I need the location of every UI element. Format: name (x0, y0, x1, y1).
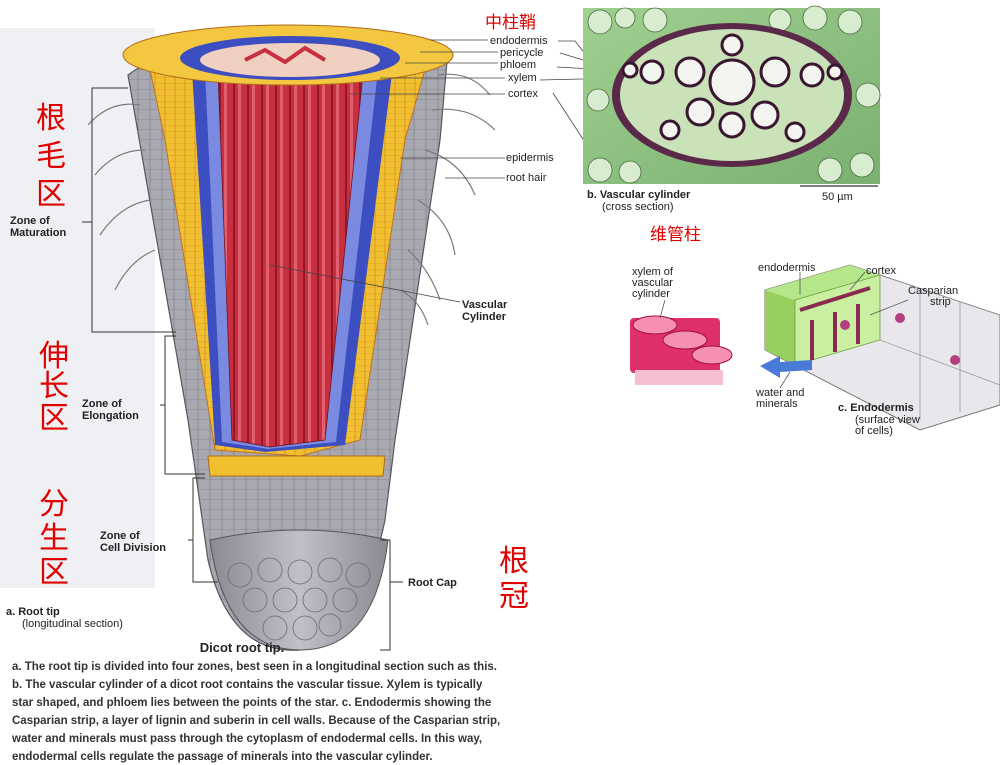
micro-xylem-vessels (621, 33, 844, 143)
cn-vascular-cylinder: 维管柱 (650, 225, 701, 245)
label-vascular-cylinder-1: Vascular (462, 299, 508, 311)
water-arrow (760, 356, 812, 378)
cn-division-zone-3: 区 (39, 555, 69, 590)
cn-elongation-zone-3: 区 (39, 401, 69, 436)
label-epidermis: epidermis (506, 152, 554, 164)
ledge (207, 455, 386, 477)
top-face-xylem-star (244, 45, 327, 65)
label-c-sub-2: of cells) (855, 425, 893, 437)
label-casparian-1: Casparian (908, 285, 959, 297)
label-zone-maturation-1: Zone of (10, 215, 50, 227)
casparian-strip (799, 286, 871, 360)
label-cortex: cortex (508, 88, 538, 100)
cn-root-hair-zone-2: 毛 (36, 139, 66, 174)
label-c-cortex: cortex (866, 265, 896, 277)
label-panel-a-sub: (longitudinal section) (22, 618, 123, 630)
caption-title: Dicot root tip. (199, 640, 285, 655)
vascular-cross-section (583, 5, 881, 187)
cn-division-zone-2: 生 (39, 521, 69, 556)
left-bg-panel (0, 28, 155, 588)
label-c-title: c. Endodermis (838, 402, 914, 414)
label-zone-elongation-1: Zone of (82, 398, 122, 410)
micro-outer-cells (586, 5, 881, 184)
label-water-1: water and (756, 387, 805, 399)
root-tip-longitudinal (87, 24, 496, 651)
label-cross-sub: (cross section) (602, 201, 674, 213)
cn-elongation-zone-2: 长 (39, 369, 69, 404)
label-root-hair: root hair (506, 172, 547, 184)
label-root-cap: Root Cap (408, 577, 457, 589)
label-casparian-2: strip (930, 296, 951, 308)
endodermis-surface-view (630, 264, 1000, 431)
xylem-tubes (630, 315, 733, 385)
label-xylem-vc-1: xylem of (632, 266, 673, 278)
root-cap-cells (227, 557, 371, 641)
root-cap-shape (209, 529, 389, 651)
label-vascular-cylinder-2: Cylinder (462, 311, 507, 323)
label-water-2: minerals (756, 398, 798, 410)
cn-root-hair-zone-3: 区 (36, 177, 66, 212)
label-zone-division-1: Zone of (100, 530, 140, 542)
cn-root-cap-1: 根 (499, 544, 529, 579)
label-xylem: xylem (508, 72, 537, 84)
label-c-endodermis: endodermis (758, 262, 816, 274)
label-xylem-vc-3: cylinder (632, 288, 670, 300)
leader-lines (269, 39, 626, 303)
cn-division-zone-1: 分 (39, 487, 69, 522)
label-pericycle: pericycle (500, 47, 544, 59)
caption-body: a. The root tip is divided into four zon… (12, 661, 501, 763)
cn-elongation-zone-1: 伸 (39, 339, 69, 374)
label-c-sub-1: (surface view (855, 414, 920, 426)
label-endodermis: endodermis (490, 35, 548, 47)
label-zone-elongation-2: Elongation (82, 410, 139, 422)
label-panel-a-title: a. Root tip (6, 606, 60, 618)
label-xylem-vc-2: vascular (632, 277, 673, 289)
cn-root-hair-zone-1: 根 (36, 101, 66, 136)
label-zone-division-2: Cell Division (100, 542, 167, 554)
zone-brackets (82, 87, 403, 651)
figure-caption: Dicot root tip. a. The root tip is divid… (12, 640, 502, 765)
cn-pericycle: 中柱鞘 (485, 13, 536, 33)
label-scale: 50 µm (822, 191, 853, 203)
label-zone-maturation-2: Maturation (10, 227, 67, 239)
label-phloem: phloem (500, 59, 537, 71)
cn-root-cap-2: 冠 (499, 579, 529, 614)
label-cross-title: b. Vascular cylinder (587, 189, 691, 201)
